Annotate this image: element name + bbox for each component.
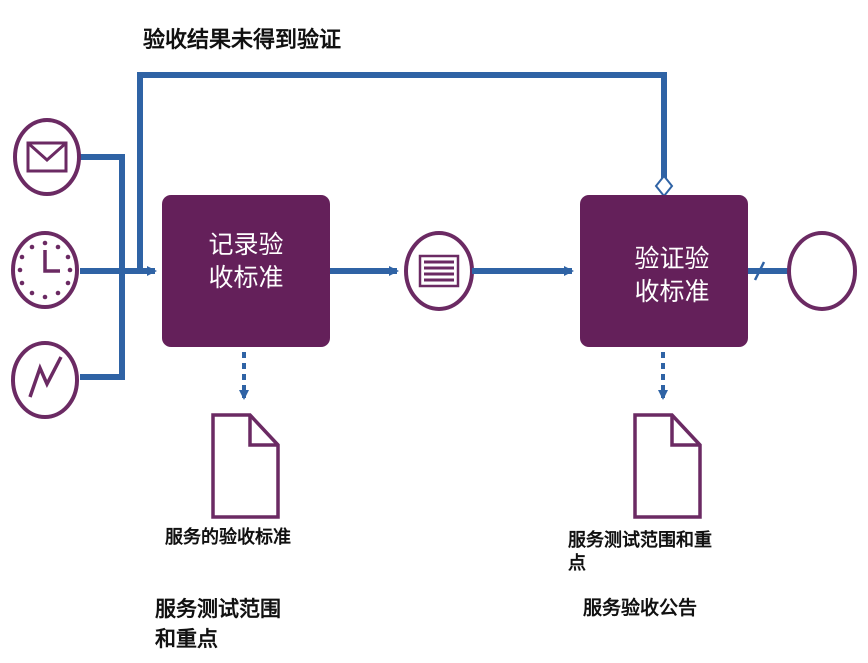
break-mark	[753, 261, 766, 281]
envelope-icon	[13, 118, 81, 196]
clock-icon	[11, 231, 79, 309]
lightning-icon	[11, 341, 79, 419]
document-icon	[211, 413, 280, 519]
input-connector-lightning	[80, 271, 125, 380]
bottom-left-label: 服务测试范围 和重点	[155, 594, 281, 654]
output-label-criteria: 服务的验收标准	[165, 527, 291, 548]
bottom-right-label: 服务验收公告	[583, 597, 698, 619]
process-label-verify-line2: 收标准	[634, 277, 710, 306]
process-label-verify-line1: 验证验	[634, 244, 710, 273]
feedback-loop-line	[137, 72, 667, 271]
document-icon	[633, 413, 702, 519]
process-box-verify	[580, 195, 748, 347]
output-label-scope: 服务测试范围和重 点	[568, 530, 712, 575]
bottom-left-label-line2: 和重点	[155, 627, 218, 651]
process-label-record: 记录验 收标准	[162, 228, 330, 294]
process-label-record-line1: 记录验	[208, 230, 284, 259]
output-label-scope-line1: 服务测试范围和重	[568, 530, 712, 551]
bottom-left-label-line1: 服务测试范围	[155, 597, 281, 621]
process-label-record-line2: 收标准	[208, 263, 284, 292]
end-circle	[787, 231, 857, 311]
feedback-diamond	[654, 174, 674, 198]
process-box-record	[162, 195, 330, 347]
document-list-icon	[404, 231, 474, 311]
process-label-verify: 验证验 收标准	[588, 242, 756, 308]
feedback-label: 验收结果未得到验证	[143, 28, 342, 53]
input-connector-envelope	[80, 154, 125, 271]
output-label-scope-line2: 点	[568, 552, 586, 574]
